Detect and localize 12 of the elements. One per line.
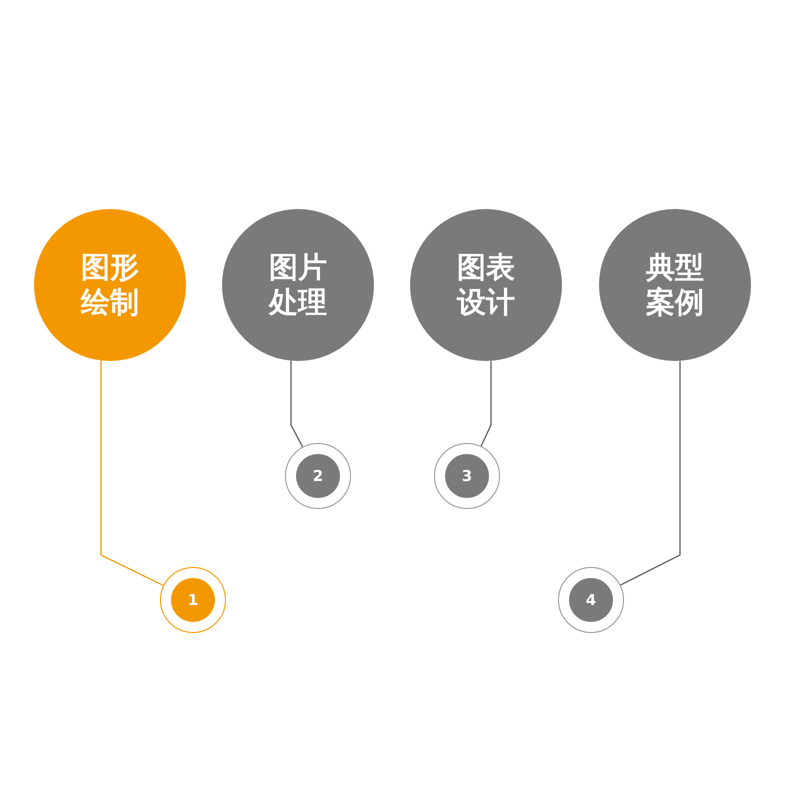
topic-label: 图形绘制: [80, 250, 140, 320]
connector-line: [620, 360, 681, 586]
topic-label: 图片处理: [268, 250, 328, 320]
step-number: 1: [188, 591, 198, 609]
connector-line: [100, 360, 164, 586]
step-number: 3: [462, 467, 472, 485]
topic-label: 图表设计: [456, 250, 516, 320]
connector-line: [480, 360, 492, 446]
topic-label: 典型案例: [644, 250, 705, 320]
step-number: 2: [312, 467, 324, 485]
step-number: 4: [586, 591, 596, 609]
connector-line: [290, 360, 304, 448]
